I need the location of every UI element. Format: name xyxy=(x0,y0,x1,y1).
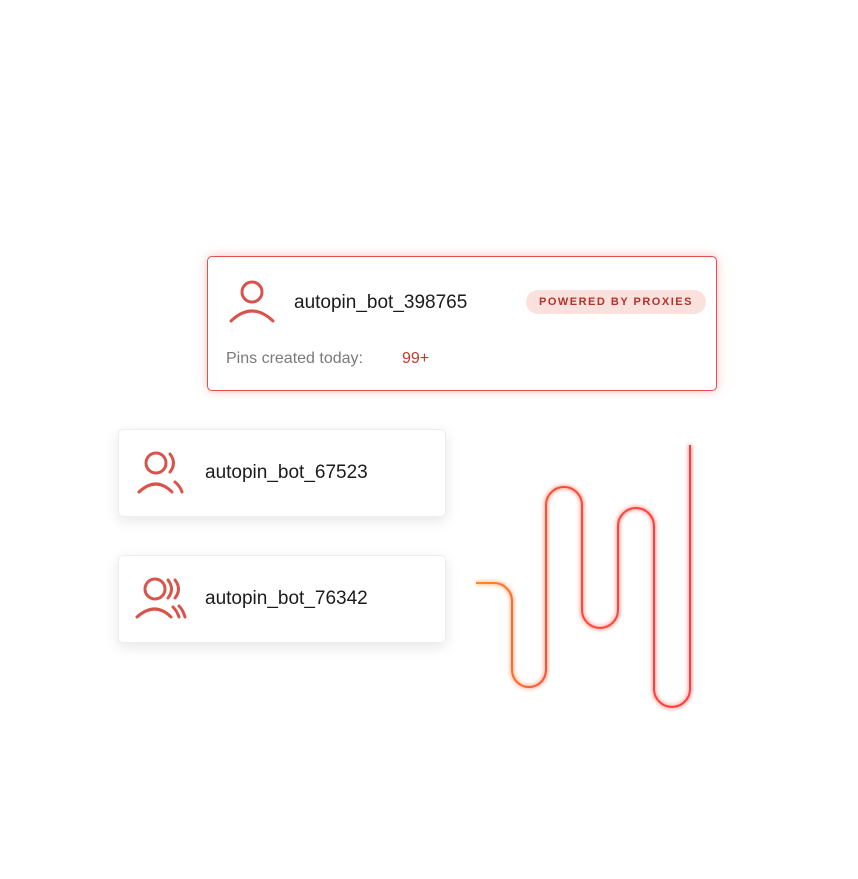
proxy-badge: POWERED BY PROXIES xyxy=(526,290,706,314)
account-card[interactable]: autopin_bot_67523 xyxy=(118,429,446,517)
pins-count: 99+ xyxy=(402,350,430,367)
account-username: autopin_bot_76342 xyxy=(205,588,368,609)
account-username: autopin_bot_398765 xyxy=(294,292,468,313)
users-group-icon xyxy=(135,577,187,619)
users-icon xyxy=(137,451,184,494)
account-card[interactable]: autopin_bot_76342 xyxy=(118,555,446,643)
user-icon xyxy=(229,280,275,323)
main-account-card[interactable]: autopin_bot_398765 POWERED BY PROXIES Pi… xyxy=(207,256,717,391)
pins-label: Pins created today: xyxy=(226,350,363,367)
account-username: autopin_bot_67523 xyxy=(205,462,368,483)
